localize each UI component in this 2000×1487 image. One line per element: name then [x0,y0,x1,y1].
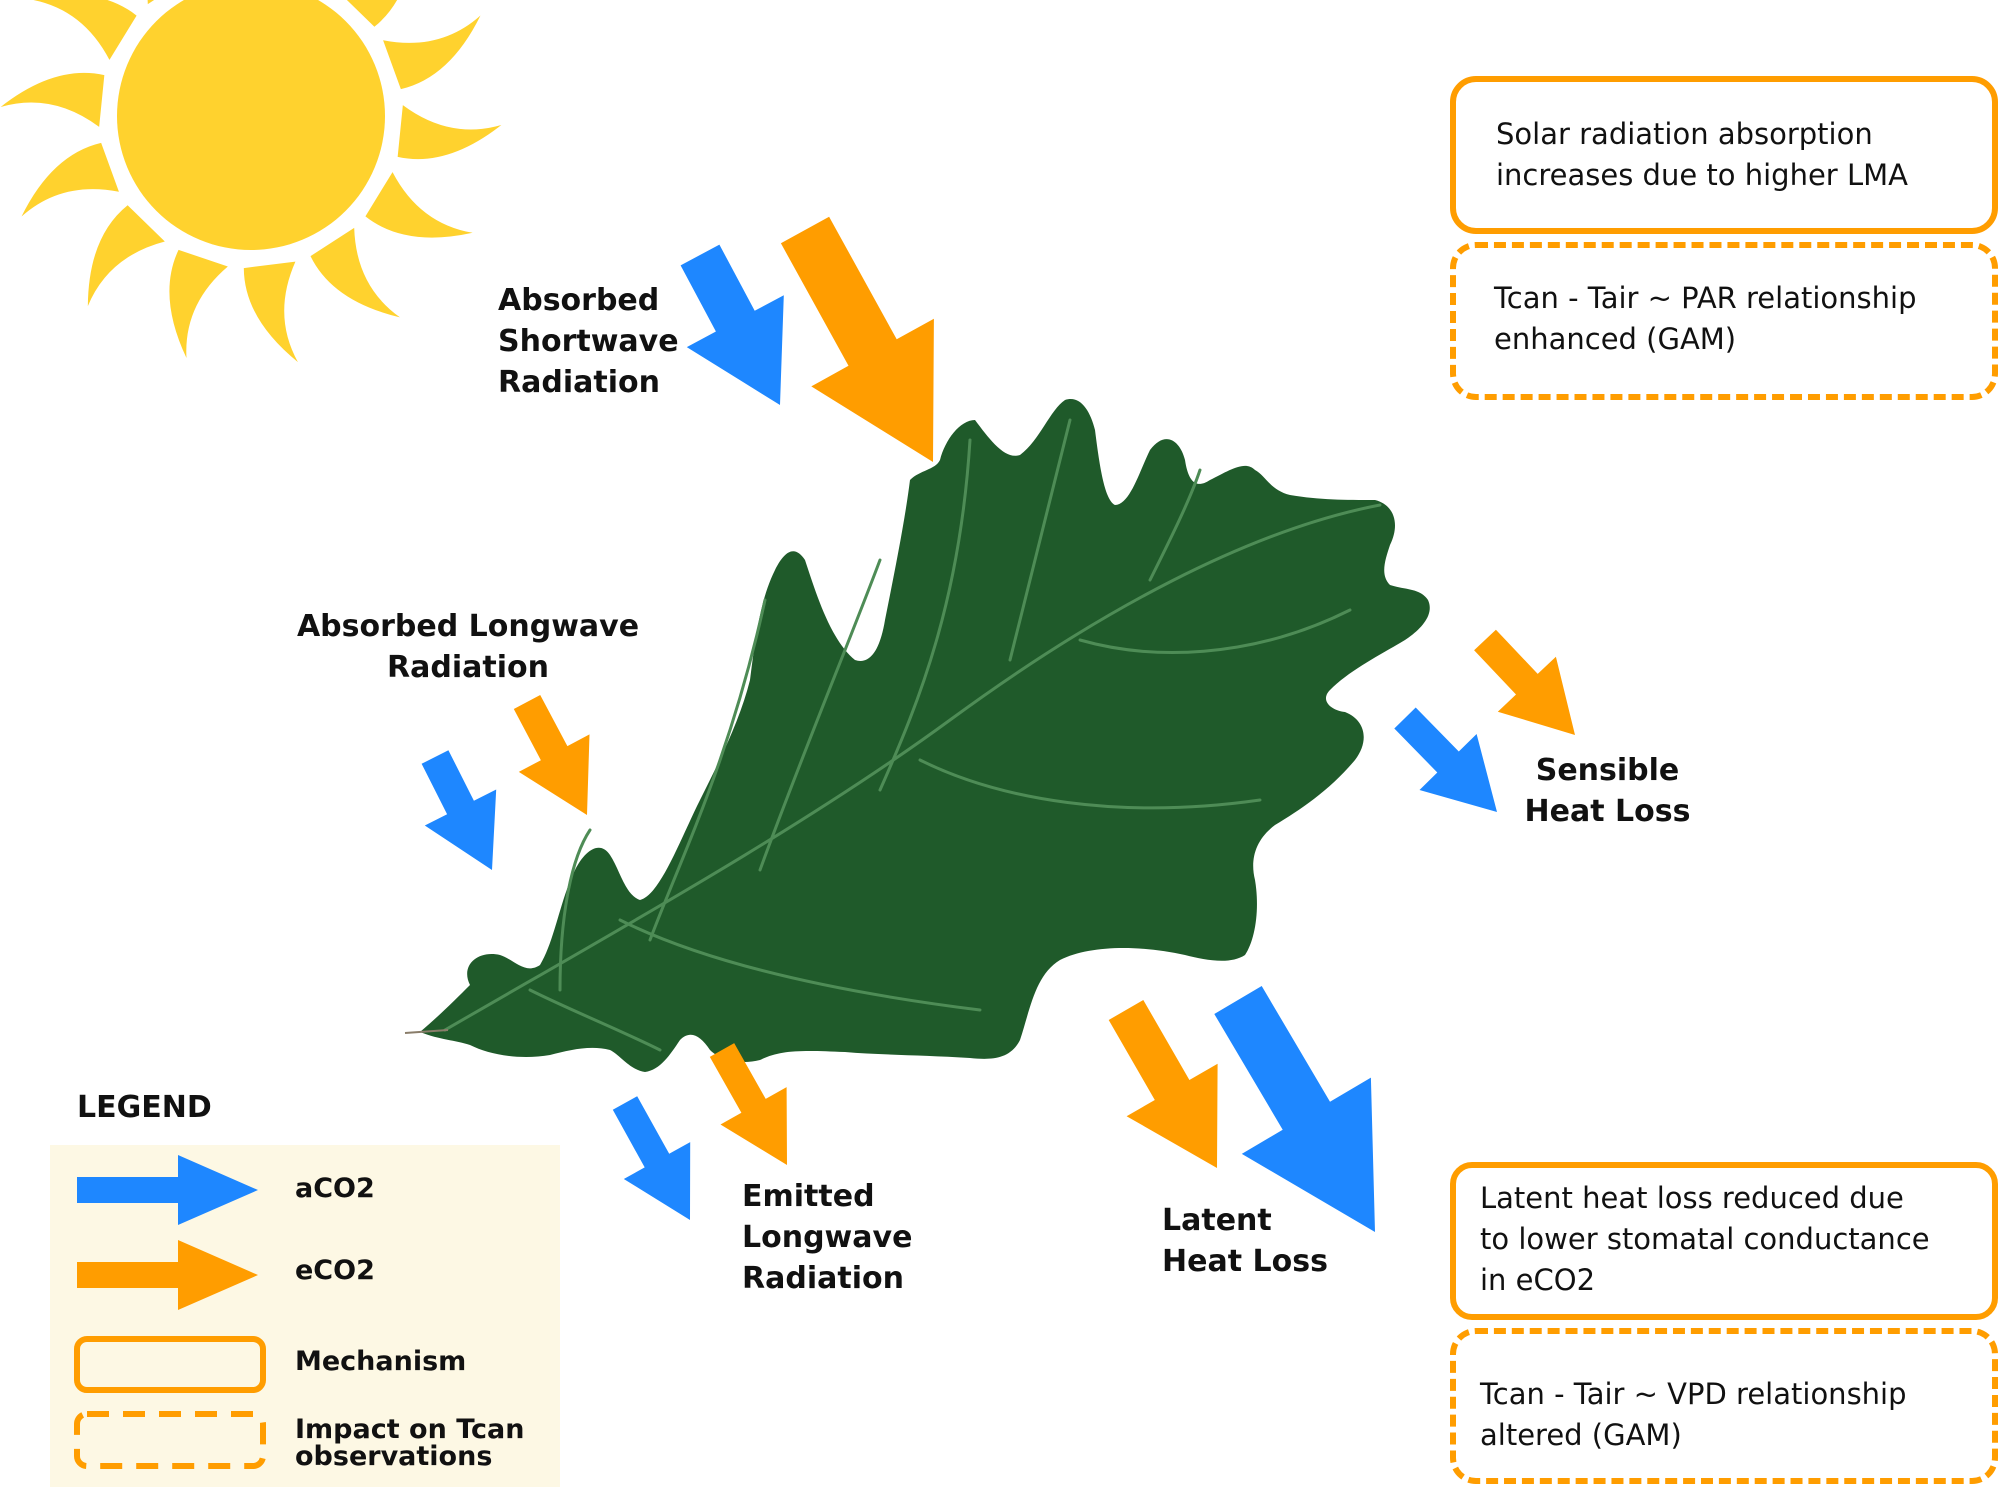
label-line: Radiation [387,650,549,685]
mechanism-box-latent: Latent heat loss reduced due to lower st… [1450,1162,1998,1320]
legend-impact-label: Impact on Tcan observations [295,1416,525,1470]
oak-leaf-icon [404,399,1430,1073]
leaf-veins [443,418,1382,1052]
label-line: Radiation [498,365,660,400]
leaf-vein [618,918,982,1012]
sensible-aco2-arrow-icon [1394,707,1497,812]
label-line: Radiation [742,1261,904,1296]
label-line: Longwave [742,1220,913,1255]
sun-ray [21,142,119,217]
box-line: Latent heat loss reduced due [1480,1181,1904,1215]
sun-ray [87,205,165,307]
sun-ray [310,227,401,318]
legend-impact-line: observations [295,1441,493,1472]
sun-ray [33,0,137,60]
box-line: increases due to higher LMA [1496,158,1908,192]
leaf-vein [758,558,882,872]
shortwave-aco2-arrow-icon [680,244,784,405]
longwave-in-aco2-arrow-icon [421,750,497,870]
sun-ray [147,0,155,5]
leaf-vein [648,598,767,942]
label-latent-heat-loss: Latent Heat Loss [1162,1200,1328,1282]
legend-mechanism-label: Mechanism [295,1346,467,1377]
sun-ray [346,0,398,27]
label-line: Heat Loss [1162,1244,1328,1279]
box-line: in eCO2 [1480,1263,1596,1297]
leaf-vein [1078,608,1352,654]
leaf-vein [1148,468,1202,582]
mechanism-box-shortwave: Solar radiation absorption increases due… [1450,76,1998,234]
label-absorbed-shortwave: Absorbed Shortwave Radiation [498,280,679,403]
label-emitted-longwave: Emitted Longwave Radiation [742,1176,912,1299]
latent-aco2-arrow-icon [1214,986,1375,1232]
leaf-vein [558,828,592,992]
legend-impact-line: Impact on Tcan [295,1414,525,1445]
sensible-eco2-arrow-icon [1474,629,1575,735]
leaf-vein [918,758,1262,810]
label-line: Sensible [1535,753,1680,788]
sun-ray [383,15,481,90]
label-line: Shortwave [498,324,679,359]
latent-eco2-arrow-icon [1108,1000,1218,1168]
box-line: Tcan - Tair ~ VPD relationship [1480,1377,1907,1411]
leaf-midrib [443,503,1382,1032]
impact-box-latent: Tcan - Tair ~ VPD relationship altered (… [1450,1328,1998,1484]
sun-ray [169,249,228,359]
sun-icon [0,0,502,363]
sun-ray [0,72,105,127]
leaf-vein [878,438,972,792]
box-line: altered (GAM) [1480,1418,1682,1452]
label-line: Emitted [742,1179,875,1214]
label-line: Absorbed [498,283,660,318]
leaf-petiole [404,1029,449,1034]
box-line: to lower stomatal conductance [1480,1222,1930,1256]
flux-arrows [421,216,1575,1232]
leaf-vein [528,988,662,1052]
leaf-blade [420,399,1430,1073]
shortwave-eco2-arrow-icon [780,216,934,462]
box-line: enhanced (GAM) [1494,322,1737,356]
leaf-vein [1008,418,1072,662]
sun-disc [117,0,385,250]
sun-ray [243,261,298,363]
emitted-eco2-arrow-icon [709,1043,787,1165]
sun-ray [365,172,473,238]
legend-eco2-label: eCO2 [295,1255,375,1286]
emitted-aco2-arrow-icon [612,1096,691,1220]
legend-aco2-label: aCO2 [295,1173,375,1204]
longwave-in-eco2-arrow-icon [513,695,590,815]
impact-box-shortwave: Tcan - Tair ~ PAR relationship enhanced … [1450,242,1998,400]
label-line: Heat Loss [1524,794,1691,829]
label-sensible-heat-loss: Sensible Heat Loss [1515,750,1700,832]
box-line: Tcan - Tair ~ PAR relationship [1494,281,1917,315]
legend-title: LEGEND [77,1090,212,1125]
box-line: Solar radiation absorption [1496,117,1873,151]
label-line: Absorbed Longwave [296,609,640,644]
label-line: Latent [1162,1203,1272,1238]
label-absorbed-longwave: Absorbed Longwave Radiation [290,606,646,688]
sun-ray [397,105,502,160]
